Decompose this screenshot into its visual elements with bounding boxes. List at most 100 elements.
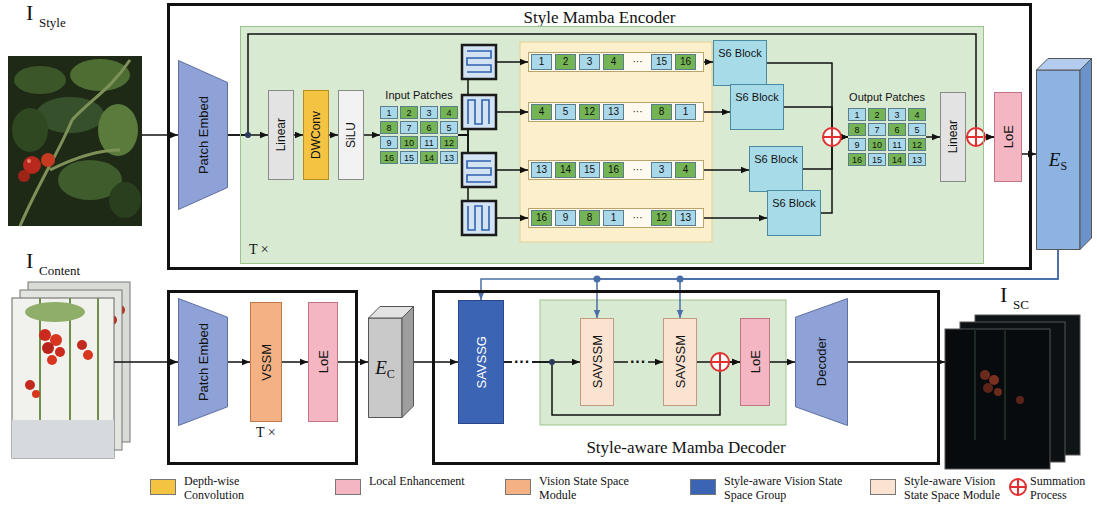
patch-cell: 4 (908, 108, 926, 121)
connector (228, 361, 250, 363)
patch-cell: 14 (420, 151, 438, 164)
image-label: Style (39, 16, 66, 29)
box-label: LoE (1001, 125, 1016, 148)
feature-symbol: E (1049, 149, 1061, 171)
process-box: LoE (994, 92, 1022, 182)
style-image (8, 56, 142, 226)
connector (926, 136, 940, 138)
box-label: SAVSSM (590, 335, 605, 388)
process-box: EC (368, 306, 414, 418)
process-box: LoE (308, 302, 338, 422)
process-box: SAVSSM (580, 318, 614, 406)
process-box: Input Patches12348765910111216151413 (380, 106, 458, 164)
process-box: S6 Block (713, 40, 767, 86)
module-panel: T ×LinearDWConvSiLUInput Patches12348765… (240, 26, 984, 264)
patch-cell: 7 (868, 123, 886, 136)
group-title: Style-aware Mamba Decoder (435, 438, 937, 458)
patch-cell: 8 (380, 121, 398, 134)
patch-cell: 16 (848, 153, 866, 166)
sequence-cell: 2 (555, 54, 576, 70)
legend-text: Summation Process (1030, 474, 1094, 502)
content-images (12, 282, 130, 458)
process-box: LoE (740, 318, 770, 406)
block-label: S6 Block (768, 197, 820, 210)
sequence-cell: 16 (603, 162, 624, 178)
process-box: SiLU (338, 90, 364, 180)
connector (294, 134, 303, 136)
sequence-cell: ··· (627, 210, 648, 226)
image-label: SC (1013, 298, 1029, 311)
box-label: SiLU (344, 122, 358, 148)
box-label: LoE (316, 350, 331, 373)
legend-swatch (870, 479, 896, 495)
image-label: T × (256, 426, 276, 440)
feature-name: EC (368, 318, 402, 418)
sequence-cell: 15 (651, 54, 672, 70)
block-label: S6 Block (714, 47, 766, 60)
box-label: Patch Embed (196, 323, 211, 401)
sequence-cell: 1 (675, 104, 696, 120)
process-box: S6 Block (767, 190, 821, 236)
sequence-cell: ··· (627, 104, 648, 120)
image-label: I (26, 250, 33, 272)
grid-heading: Input Patches (368, 89, 470, 101)
block-label: S6 Block (731, 91, 783, 104)
connector (704, 169, 749, 171)
group-box: Style Mamba EncoderPatch EmbedT ×LinearD… (167, 3, 1032, 270)
patch-cell: 15 (400, 151, 418, 164)
sequence-cell: 3 (651, 162, 672, 178)
process-box: 16981···1213 (528, 208, 704, 228)
sequence-cell: ··· (627, 162, 648, 178)
content-encoder-box (169, 292, 357, 464)
process-box: 13141516···34 (528, 160, 704, 180)
patch-cell: 13 (908, 153, 926, 166)
legend-swatch (690, 479, 716, 495)
sequence-cell: 12 (651, 210, 672, 226)
connector (364, 134, 380, 136)
sequence-cell: 5 (555, 104, 576, 120)
result-images (945, 315, 1080, 469)
patch-cell: 2 (400, 106, 418, 119)
block-label: S6 Block (750, 153, 802, 166)
connector (770, 361, 795, 363)
patch-cell: 3 (888, 108, 906, 121)
sequence-cell: 4 (603, 54, 624, 70)
patch-cell: 15 (868, 153, 886, 166)
summation-symbol (1008, 477, 1028, 497)
patch-cell: 5 (908, 123, 926, 136)
connector (338, 361, 368, 363)
scan-icon (462, 45, 496, 235)
process-box: SAVSSM (663, 318, 697, 406)
connector (821, 137, 848, 213)
box-label: VSSM (259, 344, 274, 381)
sequence-cell: 13 (603, 104, 624, 120)
patch-cell: 10 (868, 138, 886, 151)
sequence-cell: 13 (675, 210, 696, 226)
feature-subscript: S (1060, 159, 1067, 174)
patch-cell: 10 (400, 136, 418, 149)
group-title: Style Mamba Encoder (170, 8, 1029, 28)
process-box: Linear (940, 92, 966, 182)
patch-cell: 1 (380, 106, 398, 119)
sequence-cell: 1 (603, 210, 624, 226)
sequence-cell: 15 (579, 162, 600, 178)
process-box: S6 Block (730, 84, 784, 130)
box-label: Linear (274, 118, 288, 151)
group-box: Style-aware Mamba Decoder SAVSSG SAVSSM SAV… (432, 290, 940, 465)
sequence-cell: 8 (579, 210, 600, 226)
image-label: Content (39, 264, 80, 277)
sequence-cell: 16 (531, 210, 552, 226)
patch-cell: 9 (848, 138, 866, 151)
legend-text: Style-aware Vision State Space Module (904, 474, 1006, 502)
patch-cell: 13 (440, 151, 458, 164)
sequence-cell: 3 (579, 54, 600, 70)
process-box: Linear (268, 90, 294, 180)
patch-cell: 8 (848, 123, 866, 136)
image-label: I (26, 2, 33, 24)
process-box: SAVSSG (458, 300, 504, 424)
patch-cell: 4 (440, 106, 458, 119)
connector (1022, 153, 1036, 155)
